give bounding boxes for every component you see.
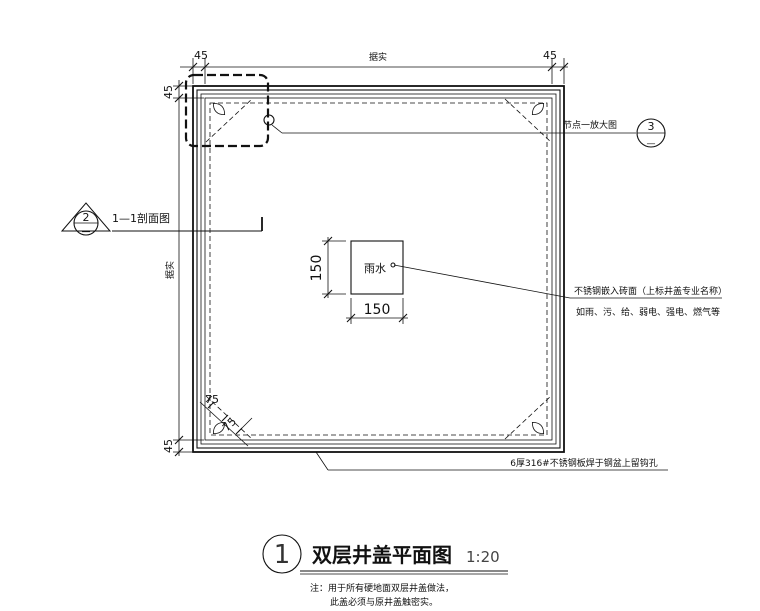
page-title: 双层井盖平面图: [312, 543, 452, 567]
drain-box: [350, 240, 404, 295]
node-highlight-box: [184, 73, 270, 148]
edge-plate-note: 6厚316#不锈钢板焊于钢盆上留钩孔: [510, 457, 657, 469]
dim-corner-b: 75: [220, 415, 239, 434]
cover-outline: [192, 85, 565, 453]
dim-left-bottom: 45: [162, 439, 175, 453]
drain-height-dim: 150: [309, 255, 325, 282]
node-detail-callout: 节点一放大图 3 —: [271, 118, 666, 149]
drain-label: 雨水: [364, 262, 386, 275]
dim-top-right: 45: [543, 49, 557, 62]
edge-plate-callout: 6厚316#不锈钢板焊于钢盆上留钩孔: [315, 451, 668, 471]
node-number: 3: [648, 120, 655, 133]
corner-dimension: 75 75: [199, 393, 253, 447]
outer-frame: [192, 85, 565, 453]
dim-corner-a: 75: [205, 393, 219, 406]
frame-line-4: [204, 97, 553, 441]
top-dimension: 45 据实 45: [180, 49, 569, 84]
dim-top-left: 45: [194, 49, 208, 62]
title-number-circle: [262, 534, 302, 574]
nameplate-line2: 如雨、污、给、弱电、强电、燃气等: [576, 306, 720, 318]
inner-dashed-tray: [209, 102, 548, 436]
note-line1: 注：用于所有硬地面双层井盖做法，: [310, 582, 454, 594]
section-marker: 2 — 1—1剖面图: [60, 202, 263, 237]
dim-left-center: 据实: [164, 261, 176, 279]
corner-diagonals: [205, 98, 552, 440]
node-detail-label: 节点一放大图: [563, 119, 617, 131]
title-number: 1: [274, 540, 291, 570]
drain-opening: 雨水 150 150: [309, 236, 408, 324]
node-marker-circle: [263, 114, 275, 126]
section-label: 1—1剖面图: [112, 211, 170, 225]
title-scale: 1:20: [466, 548, 500, 566]
title-block: 1 双层井盖平面图 1:20 注：用于所有硬地面双层井盖做法， 此盖必须与原井盖…: [262, 534, 508, 608]
dim-top-center: 据实: [369, 51, 387, 63]
nameplate-callout: 不锈钢嵌入砖面（上标井盖专业名称） 如雨、污、给、弱电、强电、燃气等: [393, 264, 727, 318]
frame-line-2: [196, 89, 561, 449]
nameplate-line1: 不锈钢嵌入砖面（上标井盖专业名称）: [574, 285, 727, 297]
drain-width-dim: 150: [364, 302, 391, 318]
frame-line-3: [200, 93, 557, 445]
dim-left-top: 45: [162, 85, 175, 99]
note-line2: 此盖必须与原井盖触密实。: [330, 596, 438, 608]
hook-slot-icon: [212, 102, 545, 435]
left-dimension: 45 据实 45: [162, 80, 204, 457]
section-sheet: —: [82, 227, 91, 237]
section-number: 2: [83, 211, 90, 224]
node-sheet: —: [647, 139, 656, 149]
